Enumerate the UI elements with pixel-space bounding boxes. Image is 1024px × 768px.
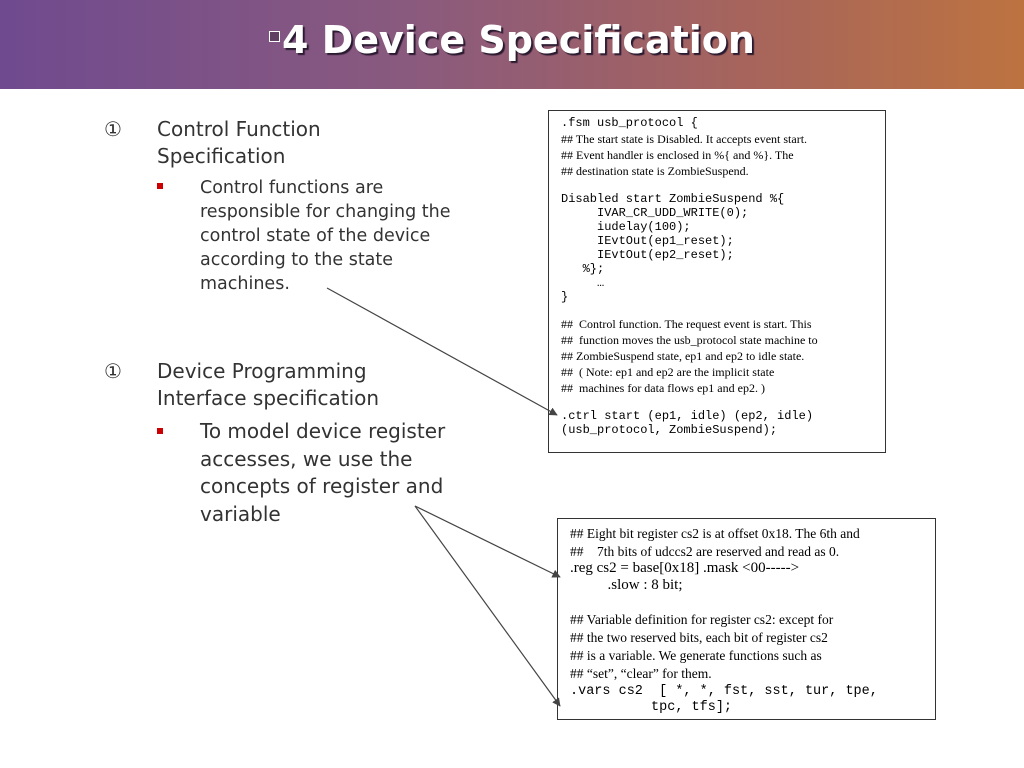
code-line: IVAR_CR_UDD_WRITE(0); bbox=[561, 206, 749, 220]
code-line: ## 7th bits of udccs2 are reserved and r… bbox=[570, 544, 840, 559]
bullet-marker: ① bbox=[104, 117, 122, 141]
sub-bullet-text: Control functions are responsible for ch… bbox=[200, 176, 451, 296]
code-line: ## machines for data flows ep1 and ep2. … bbox=[561, 381, 765, 395]
code-line: ## destination state is ZombieSuspend. bbox=[561, 164, 749, 178]
slide-title: 4 Device Specification bbox=[0, 18, 1024, 62]
sub-bullet-line: machines. bbox=[200, 274, 290, 294]
code-line: … bbox=[561, 276, 605, 290]
sub-bullet-line: accesses, we use the bbox=[200, 446, 413, 471]
code-line: ## ( Note: ep1 and ep2 are the implicit … bbox=[561, 365, 775, 379]
code-line: ## is a variable. We generate functions … bbox=[570, 648, 822, 663]
code-line: IEvtOut(ep2_reset); bbox=[561, 248, 734, 262]
code-line: .slow : 8 bit; bbox=[570, 577, 683, 593]
slide-title-text: 4 Device Specification bbox=[282, 18, 755, 62]
code-line: ## Control function. The request event i… bbox=[561, 317, 812, 331]
sub-bullet-line: responsible for changing the bbox=[200, 202, 451, 222]
code-line: Disabled start ZombieSuspend %{ bbox=[561, 192, 785, 206]
code-line: .reg cs2 = base[0x18] .mask <00-----> bbox=[570, 560, 800, 576]
sub-bullet-line: variable bbox=[200, 501, 281, 526]
bullet-heading: Control Function Specification bbox=[157, 116, 321, 170]
sub-bullet-line: To model device register bbox=[200, 419, 446, 443]
code-line: .fsm usb_protocol { bbox=[561, 116, 698, 130]
code-line: iudelay(100); bbox=[561, 220, 691, 234]
code-line: ## The start state is Disabled. It accep… bbox=[561, 132, 808, 146]
arrow-to-reg bbox=[414, 505, 561, 578]
code-line: ## “set”, “clear” for them. bbox=[570, 666, 712, 681]
bullet-marker: ① bbox=[104, 359, 122, 383]
code-line: tpc, tfs]; bbox=[570, 700, 733, 715]
sub-bullet-line: Control functions are bbox=[200, 178, 384, 198]
sub-bullet-marker bbox=[157, 428, 163, 434]
sub-bullet-marker bbox=[157, 183, 163, 189]
code-line: ## Variable definition for register cs2:… bbox=[570, 612, 834, 627]
code-line: .ctrl start (ep1, idle) (ep2, idle) bbox=[561, 409, 814, 423]
bullet-heading-line: Control Function bbox=[157, 117, 321, 141]
bullet-heading-line: Specification bbox=[157, 144, 286, 168]
code-line: .vars cs2 [ *, *, fst, sst, tur, tpe, bbox=[570, 684, 878, 699]
sub-bullet-line: control state of the device bbox=[200, 226, 431, 246]
code-line: %}; bbox=[561, 262, 605, 276]
arrow-to-vars bbox=[414, 505, 561, 707]
bullet-heading-line: Device Programming bbox=[157, 359, 367, 383]
code-line: (usb_protocol, ZombieSuspend); bbox=[561, 423, 778, 437]
arrow-to-ctrl bbox=[326, 287, 558, 416]
code-line: ## ZombieSuspend state, ep1 and ep2 to i… bbox=[561, 349, 805, 363]
bullet-heading: Device Programming Interface specificati… bbox=[157, 358, 379, 412]
sub-bullet-line: concepts of register and bbox=[200, 474, 444, 498]
code-line: ## Event handler is enclosed in %{ and %… bbox=[561, 148, 794, 162]
sub-bullet-line: according to the state bbox=[200, 250, 394, 270]
code-line: IEvtOut(ep1_reset); bbox=[561, 234, 734, 248]
title-banner bbox=[0, 0, 1024, 89]
code-line: ## Eight bit register cs2 is at offset 0… bbox=[570, 526, 860, 541]
sub-bullet-text: To model device register accesses, we us… bbox=[200, 418, 445, 528]
code-line: ## the two reserved bits, each bit of re… bbox=[570, 630, 828, 645]
box-icon bbox=[269, 31, 281, 42]
register-code-box: ## Eight bit register cs2 is at offset 0… bbox=[557, 518, 936, 720]
code-line: } bbox=[561, 290, 569, 304]
bullet-heading-line: Interface specification bbox=[157, 386, 380, 410]
fsm-code-box: .fsm usb_protocol { ## The start state i… bbox=[548, 110, 886, 453]
code-line: ## function moves the usb_protocol state… bbox=[561, 333, 818, 347]
